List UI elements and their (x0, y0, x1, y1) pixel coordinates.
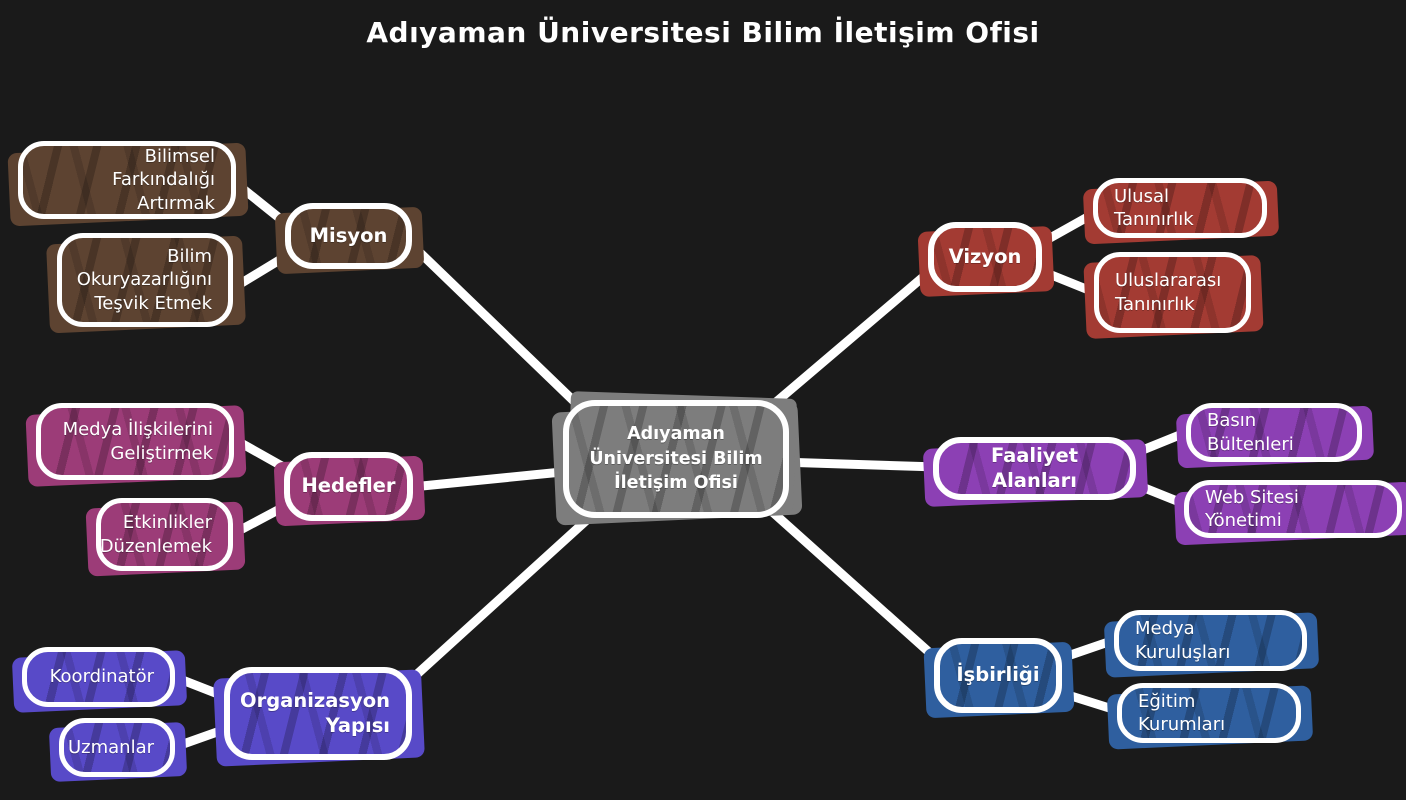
node-misyon: Misyon (274, 203, 425, 275)
node-label: Hedefler (301, 474, 396, 498)
connector-root-hedefler (407, 466, 577, 492)
node-misyon-child-2: Bilim Okuryazarlığını Teşvik Etmek (46, 233, 246, 334)
node-box: Uluslararası Tanınırlık (1094, 252, 1251, 333)
node-box: Medya Kuruluşları (1114, 610, 1307, 671)
node-box: Vizyon (928, 222, 1042, 292)
node-box: İşbirliği (934, 638, 1062, 713)
node-hedefler-child-1: Medya İlişkilerini Geliştirmek (25, 403, 247, 487)
node-label: Web Sitesi Yönetimi (1205, 486, 1299, 531)
node-box: Organizasyon Yapısı (224, 667, 412, 760)
node-box: Koordinatör (22, 647, 175, 707)
node-isbirligi-child-1: Medya Kuruluşları (1103, 610, 1320, 678)
node-label: Ulusal Tanınırlık (1114, 185, 1194, 230)
node-label: Uluslararası Tanınırlık (1115, 270, 1222, 315)
node-faaliyet: Faaliyet Alanları (922, 437, 1149, 508)
node-faaliyet-child-2: Web Sitesi Yönetimi (1173, 480, 1406, 546)
node-box: Ulusal Tanınırlık (1093, 178, 1267, 238)
node-organizasyon-child-2: Uzmanlar (48, 718, 188, 783)
node-box: Uzmanlar (59, 718, 175, 777)
node-label: Medya Kuruluşları (1135, 618, 1231, 663)
node-label: Organizasyon Yapısı (240, 688, 390, 737)
node-organizasyon-child-1: Koordinatör (11, 647, 188, 713)
node-label: Uzmanlar (67, 736, 154, 758)
node-box: Faaliyet Alanları (933, 437, 1136, 500)
node-label: Misyon (309, 223, 388, 247)
node-label: Koordinatör (49, 666, 154, 688)
node-vizyon: Vizyon (917, 222, 1055, 298)
node-misyon-child-1: Bilimsel Farkındalığı Artırmak (7, 141, 249, 227)
node-label: Vizyon (948, 244, 1022, 268)
node-label: Faaliyet Alanları (990, 443, 1079, 492)
node-vizyon-child-2: Uluslararası Tanınırlık (1083, 252, 1264, 339)
node-box: Bilimsel Farkındalığı Artırmak (18, 141, 236, 219)
node-isbirligi: İşbirliği (923, 638, 1075, 719)
node-box: Basın Bültenleri (1186, 403, 1362, 462)
connector-root-isbirligi-faaliyet (775, 457, 943, 472)
node-isbirligi-child-2: Eğitim Kurumları (1106, 683, 1314, 750)
node-vizyon-child-1: Ulusal Tanınırlık (1082, 178, 1280, 245)
node-label: Bilimsel Farkındalığı Artırmak (112, 146, 215, 214)
node-box: Bilim Okuryazarlığını Teşvik Etmek (57, 233, 233, 327)
node-faaliyet-child-1: Basın Bültenleri (1175, 403, 1375, 469)
node-label: Etkinlikler Düzenlemek (99, 512, 212, 557)
node-hedefler: Hedefler (273, 452, 426, 527)
node-box: Eğitim Kurumları (1117, 683, 1301, 743)
connector-root-isbirligi (763, 503, 945, 667)
diagram-title: Adıyaman Üniversitesi Bilim İletişim Ofi… (366, 16, 1040, 49)
node-label: Medya İlişkilerini Geliştirmek (62, 419, 213, 464)
node-box: Hedefler (284, 452, 413, 521)
node-box: Web Sitesi Yönetimi (1184, 480, 1402, 538)
node-organizasyon: Organizasyon Yapısı (213, 667, 425, 767)
node-box: Medya İlişkilerini Geliştirmek (36, 403, 234, 480)
connector-root-organizasyon (399, 503, 605, 691)
node-hedefler-child-2: Etkinlikler Düzenlemek (85, 498, 246, 577)
node-label: Eğitim Kurumları (1138, 690, 1226, 735)
node-root: Adıyaman Üniversitesi Bilim İletişim Ofi… (551, 391, 803, 526)
node-box: Adıyaman Üniversitesi Bilim İletişim Ofi… (563, 400, 789, 518)
node-label: Basın Bültenleri (1207, 410, 1294, 455)
node-label: İşbirliği (956, 663, 1040, 687)
node-label: Bilim Okuryazarlığını Teşvik Etmek (76, 246, 212, 314)
node-label: Adıyaman Üniversitesi Bilim İletişim Ofi… (589, 424, 763, 494)
connector-root-vizyon (757, 261, 941, 419)
node-box: Etkinlikler Düzenlemek (96, 498, 233, 571)
node-box: Misyon (285, 203, 412, 269)
